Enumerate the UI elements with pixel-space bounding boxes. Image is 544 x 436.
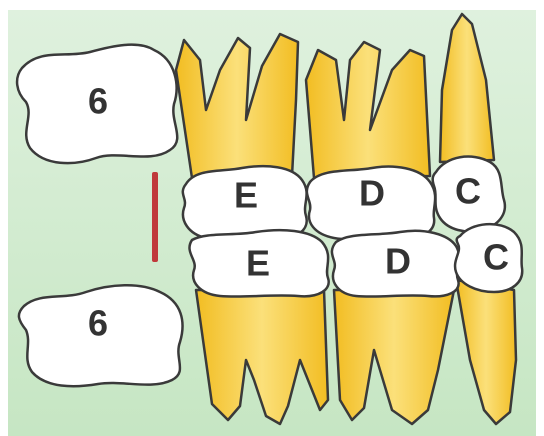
upper-d-label: D (359, 173, 385, 214)
upper-primary-canine: C (433, 157, 505, 232)
lower-d-label: D (385, 241, 411, 282)
lower-first-primary-molar: D (332, 231, 459, 297)
lower-molar-label: 6 (88, 303, 108, 344)
upper-second-primary-molar: E (183, 166, 307, 239)
upper-e-roots (176, 34, 298, 178)
upper-molar-label: 6 (88, 81, 108, 122)
upper-d-roots (306, 42, 430, 178)
upper-e-label: E (234, 175, 258, 216)
upper-permanent-molar: 6 (17, 45, 177, 163)
upper-first-primary-molar: D (307, 167, 435, 240)
lower-second-primary-molar: E (189, 230, 328, 296)
lower-c-label: C (483, 237, 509, 278)
terminal-plane-marker (152, 172, 158, 262)
lower-permanent-molar: 6 (19, 285, 183, 386)
lower-primary-canine: C (455, 224, 522, 292)
upper-c-label: C (455, 171, 481, 212)
lower-e-label: E (246, 243, 270, 284)
